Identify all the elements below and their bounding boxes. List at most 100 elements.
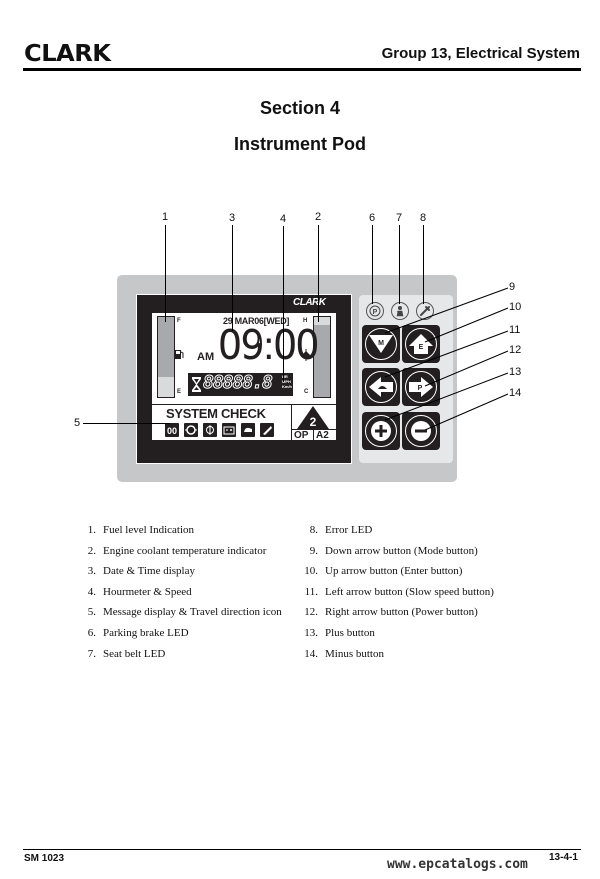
- seat-belt-icon: [396, 306, 404, 317]
- callout-line-11: [384, 330, 509, 378]
- system-check-label: SYSTEM CHECK: [166, 406, 266, 421]
- power-right-button[interactable]: P: [402, 368, 440, 406]
- temp-empty-area: [314, 317, 330, 325]
- legend-text: Seat belt LED: [103, 647, 166, 660]
- callout-12: 12: [509, 344, 522, 356]
- page-number: 13-4-1: [549, 852, 578, 863]
- legend-item: 6.Parking brake LED: [80, 627, 282, 648]
- callout-2: 2: [315, 211, 322, 223]
- temp-hot-label: H: [303, 318, 308, 324]
- hourmeter-panel: [188, 373, 293, 396]
- coolant-temp-icon: [302, 349, 310, 361]
- legend-item: 1.Fuel level Indication: [80, 524, 282, 545]
- callout-11: 11: [509, 324, 521, 336]
- fuel-pump-icon: [175, 350, 184, 359]
- legend-item: 13.Plus button: [302, 627, 494, 648]
- legend-text: Up arrow button (Enter button): [325, 565, 463, 578]
- temp-level-fill: [314, 325, 330, 397]
- date-display: 29 MAR06[WED]: [223, 316, 290, 326]
- oil-pressure-icon: [184, 423, 198, 437]
- legend-text: Date & Time display: [103, 565, 195, 578]
- legend-num: 11.: [304, 585, 318, 598]
- mode-label: M: [378, 340, 384, 347]
- button-ring: [365, 371, 397, 403]
- parking-brake-led: P: [366, 302, 384, 320]
- travel-direction-icon: 2: [297, 406, 329, 429]
- error-led: [416, 302, 434, 320]
- up-arrow-icon: E: [409, 334, 433, 354]
- callout-3: 3: [229, 212, 236, 224]
- legend-right: 8.Error LED 9.Down arrow button (Mode bu…: [302, 524, 494, 668]
- callout-line-12: [424, 350, 509, 387]
- mode-op: OP: [294, 430, 309, 441]
- minus-icon: [411, 421, 431, 441]
- display-brand: CLARK: [293, 297, 326, 308]
- callout-14: 14: [509, 387, 522, 399]
- callout-10: 10: [509, 301, 522, 313]
- transmission-icon: [241, 423, 255, 437]
- plus-icon: [371, 421, 391, 441]
- legend-text: Parking brake LED: [103, 626, 189, 639]
- svg-text:00: 00: [167, 426, 177, 436]
- fuel-empty-area: [158, 377, 174, 397]
- legend-num: 2.: [87, 544, 96, 557]
- unit-mph: MPH: [282, 379, 291, 384]
- lcd-divider: [152, 404, 336, 405]
- legend-item: 10.Up arrow button (Enter button): [302, 565, 494, 586]
- callout-line-10: [424, 307, 509, 343]
- legend-item: 3. Date & Time display: [80, 565, 282, 586]
- hourglass-icon: [192, 377, 201, 392]
- legend-text: Plus button: [325, 626, 375, 639]
- legend-item: 5.Message display & Travel direction ico…: [80, 606, 282, 627]
- callout-5: 5: [74, 417, 81, 429]
- legend-num: 14.: [304, 647, 318, 660]
- plus-button[interactable]: [362, 412, 400, 450]
- legend-item: 7.Seat belt LED: [80, 648, 282, 669]
- button-ring: [405, 415, 437, 447]
- section-title: Instrument Pod: [233, 134, 366, 154]
- engine-temp-icon: [203, 423, 217, 437]
- legend-text: Hourmeter & Speed: [103, 585, 192, 598]
- callout-9: 9: [509, 281, 516, 293]
- section-number: Section 4: [259, 98, 341, 118]
- callout-6: 6: [369, 212, 376, 224]
- mode-a2: A2: [316, 430, 329, 441]
- glow-plug-icon: 00: [165, 423, 179, 437]
- coolant-temp-gauge-bar: [313, 316, 331, 398]
- wrench-icon: [420, 306, 430, 316]
- mode-separator: [313, 429, 314, 440]
- legend-text: Minus button: [325, 647, 384, 660]
- legend-text: Left arrow button (Slow speed button): [325, 585, 494, 598]
- fuel-empty-label: E: [177, 389, 182, 395]
- left-arrow-turtle-icon: [369, 377, 393, 397]
- header-rule: [23, 68, 581, 71]
- svg-text:P: P: [373, 309, 378, 316]
- callout-line-14: [424, 393, 509, 431]
- website-url[interactable]: www.epcatalogs.com: [387, 857, 528, 872]
- gear-indicator: 2: [310, 415, 317, 429]
- callout-13: 13: [509, 366, 522, 378]
- lcd-divider-vertical: [291, 404, 292, 440]
- legend-num: 8.: [309, 524, 318, 536]
- legend-num: 3.: [87, 565, 96, 578]
- enter-up-button[interactable]: E: [402, 325, 440, 363]
- unit-hr: HR: [282, 374, 288, 379]
- power-label: P: [418, 385, 423, 392]
- mode-down-button[interactable]: M: [362, 325, 400, 363]
- hourmeter-digits: 88888.8: [203, 372, 274, 394]
- legend-num: 1.: [87, 524, 96, 536]
- legend-num: 4.: [87, 585, 96, 598]
- legend-item: 8.Error LED: [302, 524, 494, 545]
- air-filter-icon: [260, 423, 274, 437]
- slow-left-button[interactable]: [362, 368, 400, 406]
- legend-num: 5.: [87, 606, 96, 619]
- group-title: Group 13, Electrical System: [381, 45, 580, 62]
- clark-logo: CLARK: [24, 41, 111, 67]
- callout-line-9: [384, 287, 509, 334]
- legend-item: 11. Left arrow button (Slow speed button): [302, 586, 494, 607]
- button-ring: [405, 328, 437, 360]
- right-arrow-icon: P: [409, 377, 433, 397]
- minus-button[interactable]: [402, 412, 440, 450]
- callout-lines: [83, 225, 509, 431]
- fuel-full-label: F: [177, 318, 181, 324]
